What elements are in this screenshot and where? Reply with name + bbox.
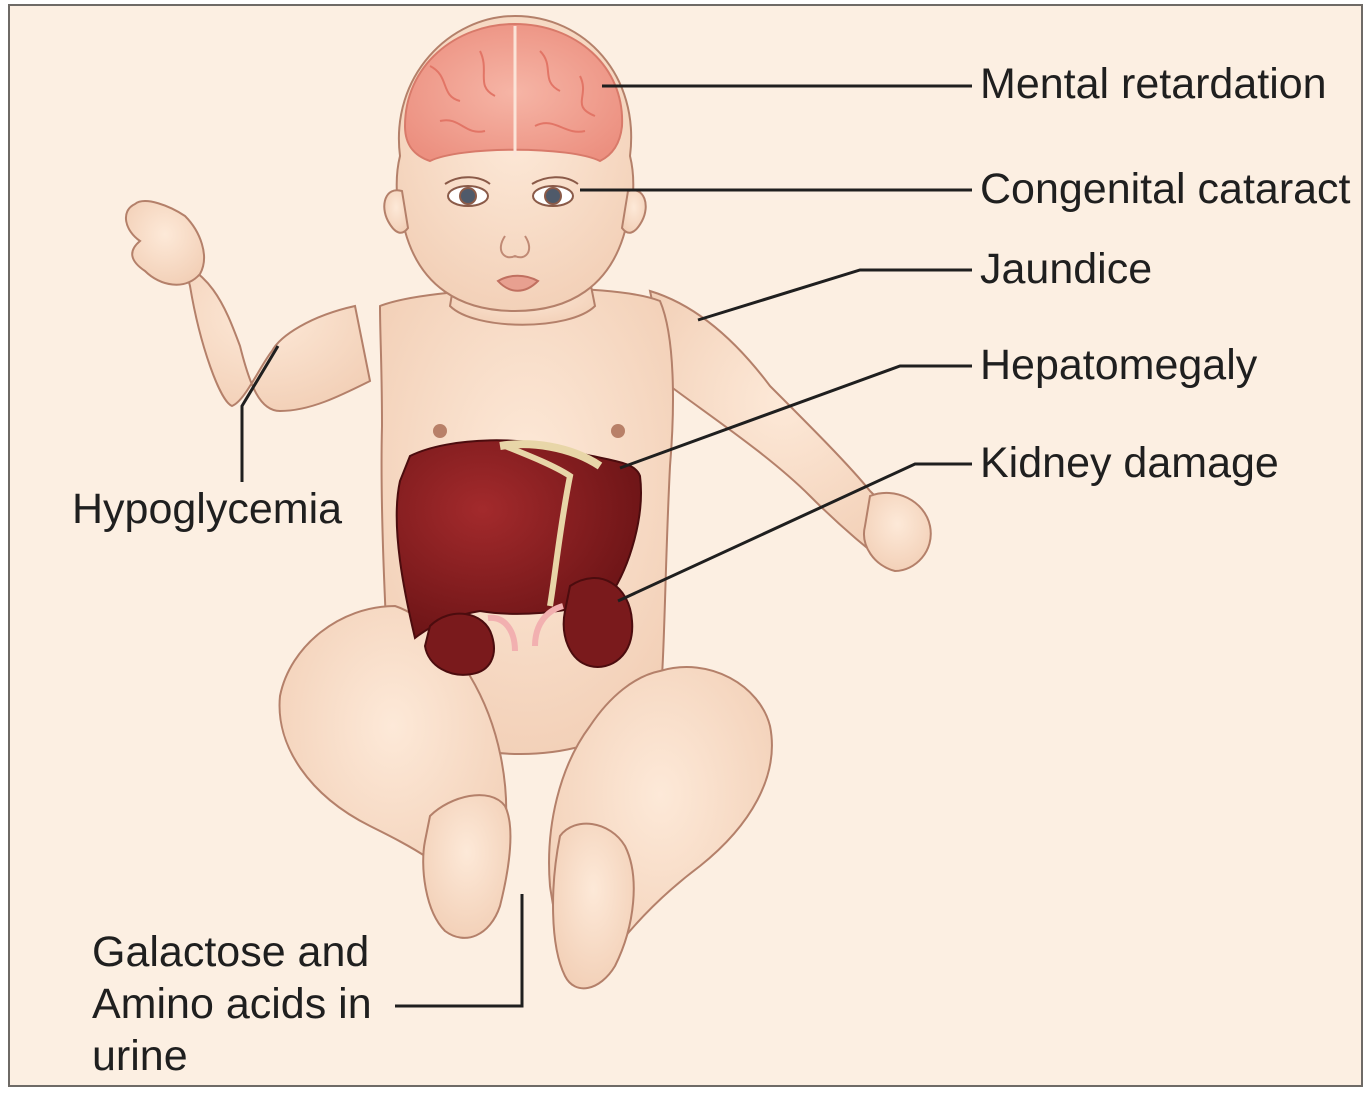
label-urine-line-2: Amino acids in [92, 978, 372, 1030]
right-foot [553, 824, 634, 989]
right-hand [864, 493, 931, 571]
left-kidney [425, 614, 494, 675]
label-kidney-damage: Kidney damage [980, 438, 1279, 490]
label-urine: Galactose and Amino acids in urine [92, 926, 372, 1082]
left-fist [126, 201, 204, 285]
right-kidney [564, 578, 633, 667]
label-urine-line-3: urine [92, 1030, 372, 1082]
right-nipple [611, 424, 625, 438]
left-foot [423, 795, 510, 938]
label-hepatomegaly: Hepatomegaly [980, 340, 1257, 392]
left-nipple [433, 424, 447, 438]
label-jaundice: Jaundice [980, 244, 1152, 296]
diagram-frame: Mental retardation Congenital cataract J… [8, 4, 1363, 1087]
label-urine-line-1: Galactose and [92, 926, 372, 978]
leader-jaundice [698, 270, 972, 320]
label-congenital-cataract: Congenital cataract [980, 164, 1351, 216]
label-hypoglycemia: Hypoglycemia [72, 484, 342, 536]
label-mental-retardation: Mental retardation [980, 59, 1327, 111]
